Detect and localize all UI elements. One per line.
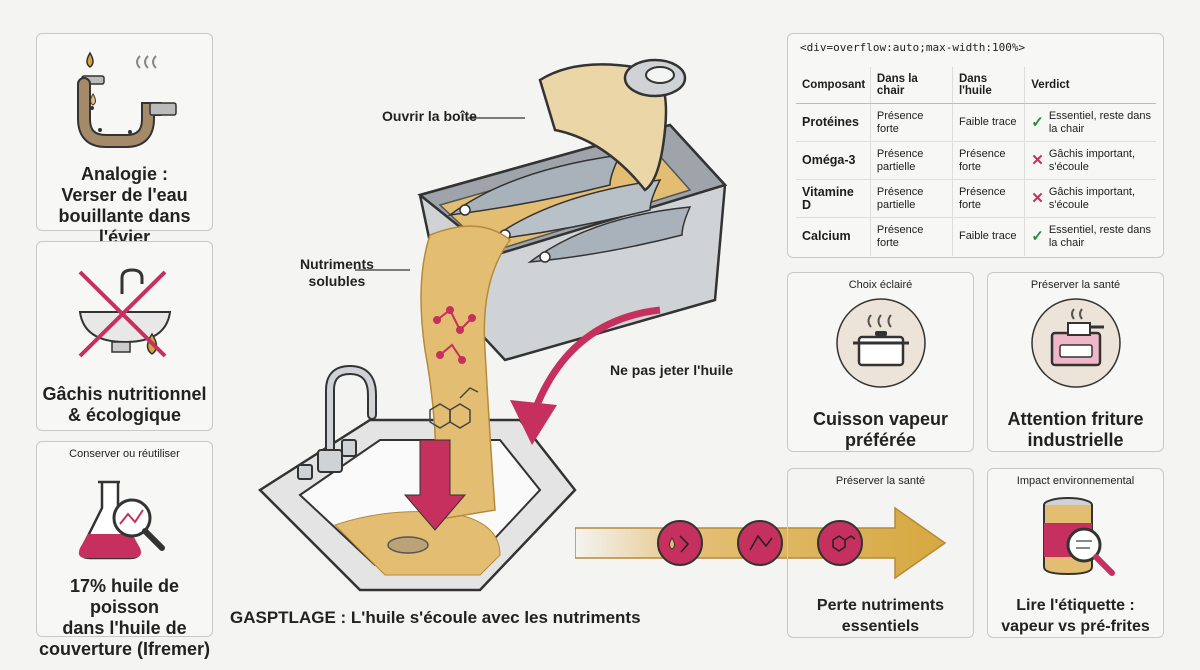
cell-oil: Présence forte xyxy=(951,179,1025,218)
reuse-card: Conserver ou réutiliser 17% huile de poi… xyxy=(36,441,213,659)
waste-card: Gâchis nutritionnel & écologique xyxy=(36,241,213,431)
cell-flesh: Présence partielle xyxy=(869,141,953,180)
header-component: Composant xyxy=(796,67,871,104)
header-verdict: Verdict xyxy=(1024,67,1156,104)
can-sink-illustration xyxy=(258,58,728,592)
nutrient-table: Composant Dans la chair Dans l'huile Ver… xyxy=(796,67,1156,256)
cell-oil: Faible trace xyxy=(951,103,1025,142)
table-row: Vitamine D Présence partielle Présence f… xyxy=(796,179,1156,218)
cell-oil: Présence forte xyxy=(951,141,1025,180)
cell-component: Protéines xyxy=(796,103,871,142)
nutrient-table-card: <div=overflow:auto;max-width:100%> Compo… xyxy=(787,33,1164,258)
table-row: Oméga-3 Présence partielle Présence fort… xyxy=(796,141,1156,180)
nutrient-loss-header: Préserver la santé xyxy=(835,475,926,487)
industrial-frying-card: Préserver la santé Attention friture ind… xyxy=(987,272,1164,452)
code-snippet: <div=overflow:auto;max-width:100%> xyxy=(800,41,1026,54)
industrial-frying-label: Attention friture industrielle xyxy=(1007,409,1144,450)
dont-pour-callout: Ne pas jeter l'huile xyxy=(610,362,734,378)
verdict-text: Gâchis important, s'écoule xyxy=(1048,185,1136,211)
steam-pot-icon xyxy=(788,297,973,389)
cell-verdict: ✕Gâchis important, s'écoule xyxy=(1024,141,1156,180)
cell-flesh: Présence partielle xyxy=(869,179,953,218)
cell-verdict: ✓Essentiel, reste dans la chair xyxy=(1024,103,1156,142)
cell-component: Oméga-3 xyxy=(796,141,871,180)
steam-cooking-header: Choix éclairé xyxy=(848,279,913,291)
deep-fryer-icon xyxy=(988,297,1163,389)
verdict-text: Essentiel, reste dans la chair xyxy=(1048,109,1151,135)
hot-oil-pipe-icon xyxy=(37,48,212,148)
cross-icon: ✕ xyxy=(1031,152,1044,169)
check-icon: ✓ xyxy=(1031,114,1044,131)
table-row: Protéines Présence forte Faible trace ✓E… xyxy=(796,103,1156,142)
cell-flesh: Présence forte xyxy=(869,103,953,142)
cell-component: Calcium xyxy=(796,217,871,256)
nutrient-flow-arrow-icon xyxy=(575,506,947,580)
cell-flesh: Présence forte xyxy=(869,217,953,256)
cell-component: Vitamine D xyxy=(796,179,871,218)
verdict-text: Gâchis important, s'écoule xyxy=(1048,147,1136,173)
analogy-label: Analogie : Verser de l'eau bouillante da… xyxy=(58,164,191,247)
verdict-text: Essentiel, reste dans la chair xyxy=(1048,223,1151,249)
flask-magnifier-icon xyxy=(37,472,212,572)
label-reading-header: Impact environnemental xyxy=(1016,475,1135,487)
can-magnifier-icon xyxy=(988,493,1163,589)
label-reading-label: Lire l'étiquette : vapeur vs pré-frites xyxy=(1001,597,1150,635)
table-header-row: Composant Dans la chair Dans l'huile Ver… xyxy=(796,67,1156,104)
nutrient-loss-card: Préserver la santé Perte nutriments esse… xyxy=(787,468,974,638)
analogy-card: Analogie : Verser de l'eau bouillante da… xyxy=(36,33,213,247)
waste-caption: GASPTLAGE : L'huile s'écoule avec les nu… xyxy=(230,608,641,627)
soluble-nutrients-callout: Nutriments solubles xyxy=(300,256,374,289)
steam-cooking-label: Cuisson vapeur préférée xyxy=(812,409,949,450)
header-oil: Dans l'huile xyxy=(951,67,1025,104)
industrial-frying-header: Préserver la santé xyxy=(1030,279,1121,291)
open-can-callout: Ouvrir la boîte xyxy=(382,108,477,124)
cross-icon: ✕ xyxy=(1031,190,1044,207)
header-flesh: Dans la chair xyxy=(869,67,953,104)
nutrient-loss-label: Perte nutriments essentiels xyxy=(816,597,945,635)
cell-verdict: ✕Gâchis important, s'écoule xyxy=(1024,179,1156,218)
check-icon: ✓ xyxy=(1031,228,1044,246)
reuse-header: Conserver ou réutiliser xyxy=(69,448,180,460)
table-row: Calcium Présence forte Faible trace ✓Ess… xyxy=(796,217,1156,256)
cell-verdict: ✓Essentiel, reste dans la chair xyxy=(1024,217,1156,256)
label-reading-card: Impact environnemental Lire l'étiquette … xyxy=(987,468,1164,638)
waste-label: Gâchis nutritionnel & écologique xyxy=(42,384,207,425)
crossed-sink-icon xyxy=(37,264,212,364)
reuse-label: 17% huile de poisson dans l'huile de cou… xyxy=(38,576,211,659)
steam-cooking-card: Choix éclairé Cuisson vapeur préférée xyxy=(787,272,974,452)
cell-oil: Faible trace xyxy=(951,217,1025,256)
